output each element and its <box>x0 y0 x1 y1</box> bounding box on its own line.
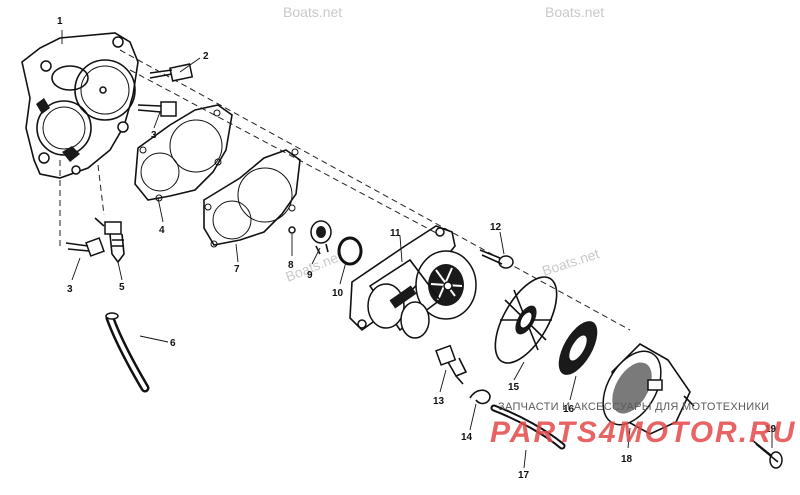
assembly-axis-line <box>59 49 631 331</box>
callout-13: 13 <box>433 396 445 407</box>
callout-14: 14 <box>461 432 473 443</box>
callout-6: 6 <box>170 338 176 349</box>
part-6-hose <box>105 312 150 393</box>
part-17-hose <box>490 404 566 450</box>
callout-2: 2 <box>203 51 209 62</box>
part-8-screw <box>288 226 296 234</box>
part-16-seal-ring <box>558 321 598 375</box>
callout-8: 8 <box>288 260 294 271</box>
callout-10: 10 <box>332 288 344 299</box>
part-10-o-ring <box>337 236 363 266</box>
part-9-valve <box>310 220 332 255</box>
callout-7: 7 <box>234 264 240 275</box>
callout-4: 4 <box>159 225 165 236</box>
callout-11: 11 <box>390 228 401 239</box>
part-3-bolt-lower <box>65 237 105 257</box>
callout-17: 17 <box>518 470 530 481</box>
part-5-hose-fitting <box>94 217 125 264</box>
part-4-gasket <box>134 104 233 202</box>
watermark-top-right: Boats.net <box>545 4 604 20</box>
part-1-pump-housing <box>21 32 139 179</box>
watermark-brand: PARTS4MOTOR.RU <box>490 416 796 449</box>
part-11-motor-pump-body <box>349 225 477 339</box>
callout-9: 9 <box>307 270 313 281</box>
callout-18: 18 <box>621 454 633 465</box>
watermark-right: Boats.net <box>540 245 601 279</box>
callout-5: 5 <box>119 282 125 293</box>
callout-3-upper: 3 <box>151 130 157 141</box>
callout-12: 12 <box>490 222 502 233</box>
callout-16: 16 <box>563 404 575 415</box>
callout-3-lower: 3 <box>67 284 73 295</box>
part-12-screw <box>479 249 514 269</box>
part-3-bolt-upper <box>137 101 177 117</box>
part-2-bolt <box>149 63 194 82</box>
part-18-end-cover <box>602 343 695 435</box>
leader-lines <box>61 30 773 469</box>
callout-15: 15 <box>508 382 520 393</box>
part-7-gasket <box>203 148 301 248</box>
watermark-top-left: Boats.net <box>283 4 342 20</box>
part-13-fitting <box>435 344 468 385</box>
watermark-caption-ru: ЗАПЧАСТИ И АКСЕССУАРЫ ДЛЯ МОТОТЕХНИКИ <box>498 401 769 413</box>
part-15-rotor-disc <box>494 276 558 364</box>
callout-19: 19 <box>765 424 777 435</box>
part-19-screw <box>751 439 783 469</box>
part-14-clip <box>469 389 491 405</box>
callout-1: 1 <box>57 16 63 27</box>
